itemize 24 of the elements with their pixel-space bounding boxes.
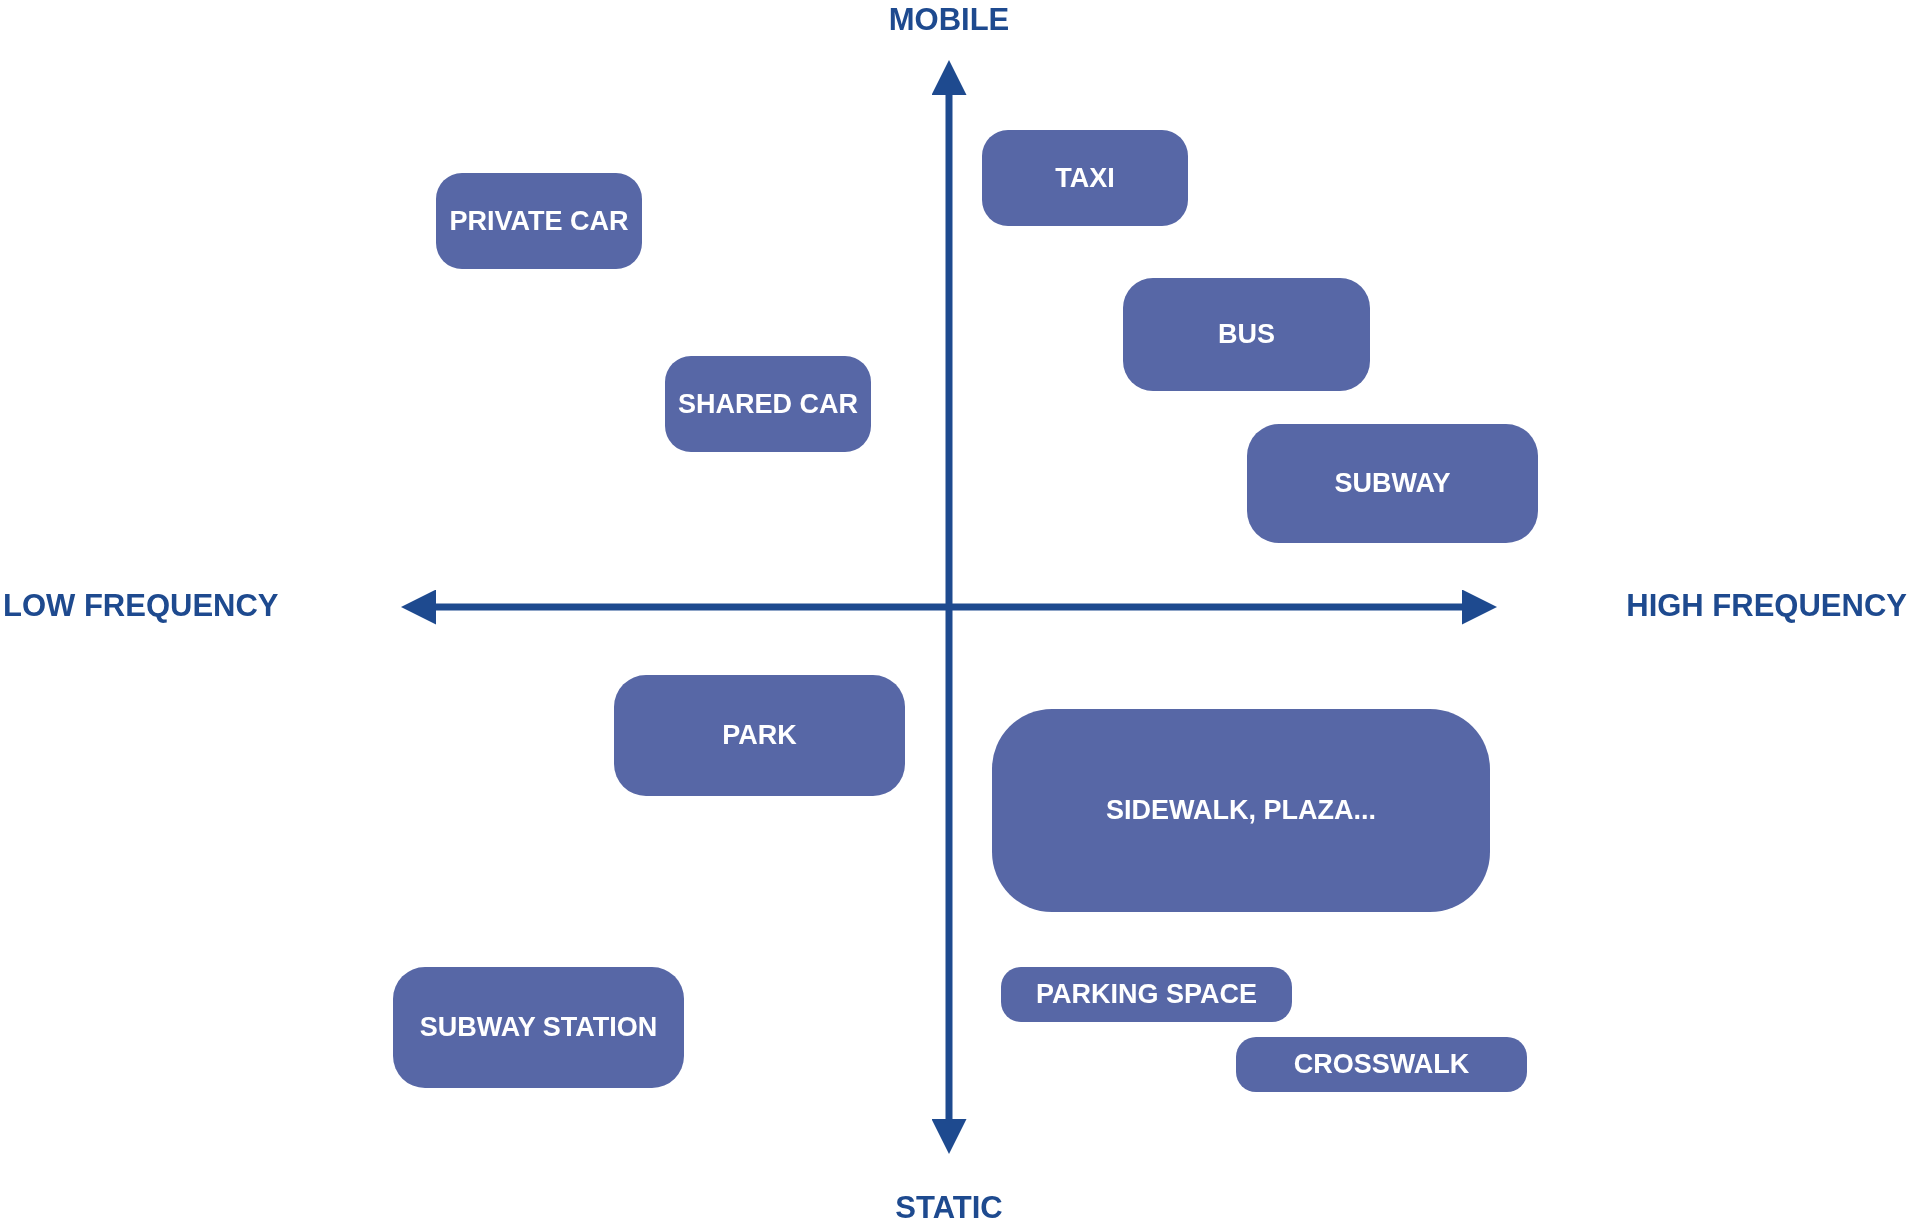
category-box (614, 675, 905, 796)
category-box (436, 173, 642, 269)
category-box (1123, 278, 1370, 391)
box-label: CROSSWALK (1292, 1049, 1471, 1080)
category-box (393, 967, 684, 1088)
category-box (982, 130, 1188, 226)
axis-label: MOBILE (888, 2, 1010, 38)
axis-label: HIGH FREQUENCY (1626, 588, 1907, 624)
box-label: SHARED CAR (677, 388, 859, 420)
category-box (992, 709, 1490, 912)
box-label: SIDEWALK, PLAZA... (1105, 795, 1377, 826)
category-box (1247, 424, 1538, 543)
box-label: SUBWAY (1333, 468, 1452, 499)
category-box (1236, 1037, 1527, 1092)
axis-label: STATIC (895, 1190, 1003, 1226)
box-label: PRIVATE CAR (448, 205, 630, 237)
category-box (1001, 967, 1292, 1022)
category-box (665, 356, 871, 452)
box-label: TAXI (1054, 162, 1116, 194)
box-label: BUS (1217, 319, 1276, 350)
box-label: PARK (721, 720, 798, 751)
box-label: SUBWAY STATION (418, 1012, 659, 1043)
box-label: PARKING SPACE (1035, 979, 1258, 1010)
axis-label: LOW FREQUENCY (3, 588, 279, 624)
